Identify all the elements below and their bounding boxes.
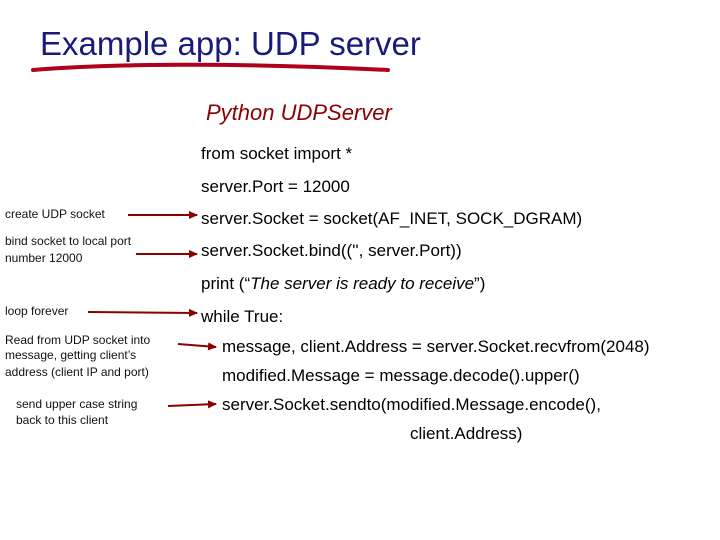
code-line-socket: server.Socket = socket(AF_INET, SOCK_DGR… bbox=[201, 209, 583, 228]
arrow-send bbox=[167, 400, 217, 409]
note-send-line2: back to this client bbox=[16, 413, 109, 427]
slide-title: Example app: UDP server bbox=[40, 25, 421, 62]
code-line-client-address: client.Address) bbox=[410, 424, 523, 443]
code-line-while: while True: bbox=[201, 307, 284, 326]
print-prefix: print (“ bbox=[201, 274, 251, 293]
note-send-line1: send upper case string bbox=[16, 397, 138, 411]
note-read-line2: message, getting client’s bbox=[5, 348, 137, 362]
code-line-sendto: server.Socket.sendto(modified.Message.en… bbox=[222, 395, 601, 414]
note-read-line3: address (client IP and port) bbox=[5, 365, 149, 379]
arrow-loop-forever bbox=[87, 308, 198, 317]
print-message: The server is ready to receive bbox=[250, 274, 475, 293]
print-suffix: ”) bbox=[474, 274, 486, 293]
title-underline bbox=[31, 62, 390, 72]
note-read-line1: Read from UDP socket into bbox=[5, 333, 151, 347]
code-line-print: print (“The server is ready to receive”) bbox=[201, 274, 485, 294]
code-line-port: server.Port = 12000 bbox=[201, 177, 350, 196]
code-line-bind: server.Socket.bind(('', server.Port)) bbox=[201, 241, 462, 260]
note-bind-line2: number 12000 bbox=[5, 251, 83, 265]
note-loop-forever: loop forever bbox=[5, 304, 69, 318]
code-line-recvfrom: message, client.Address = server.Socket.… bbox=[222, 337, 650, 356]
note-bind-line1: bind socket to local port bbox=[5, 234, 132, 248]
arrow-read bbox=[177, 342, 217, 351]
code-line-import: from socket import * bbox=[201, 144, 353, 163]
code-line-modify: modified.Message = message.decode().uppe… bbox=[222, 366, 580, 385]
slide-subtitle: Python UDPServer bbox=[206, 100, 392, 125]
note-create-socket: create UDP socket bbox=[5, 207, 105, 221]
